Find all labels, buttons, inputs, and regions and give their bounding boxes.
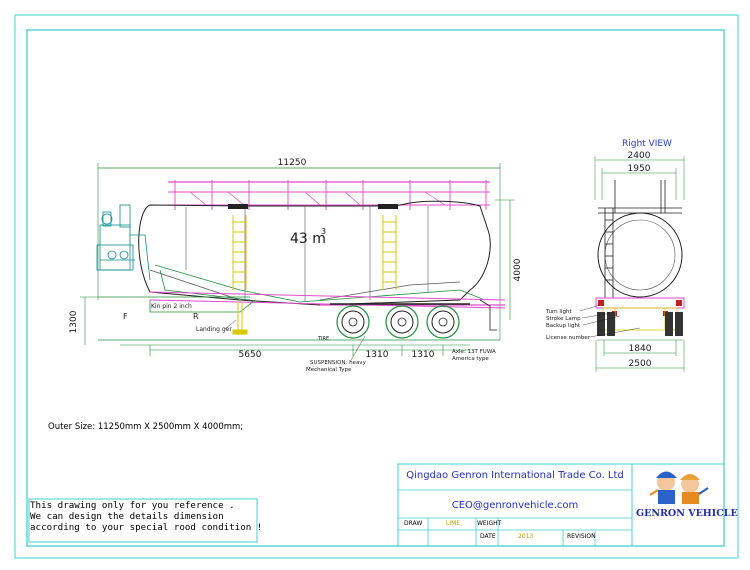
- ladder-rear: [382, 215, 397, 290]
- inner-frame: [26, 29, 725, 547]
- fifth-wheel-height-dim: 1300: [69, 310, 79, 333]
- rear-label: R: [193, 312, 199, 321]
- front-label: F: [123, 312, 128, 321]
- genron-logo-mascots-icon: [649, 471, 709, 504]
- kingpin-label: Kin pin 2 inch: [151, 303, 192, 310]
- outer-frame: [14, 14, 739, 559]
- revision-label: REVISION: [567, 533, 596, 540]
- light-label-turn: Turn light: [545, 309, 572, 315]
- dim-kingpin-to-axle: 5650: [239, 350, 262, 360]
- date-value: 2013: [518, 533, 534, 540]
- right-track-dim: 1840: [629, 344, 652, 354]
- ladder-front: [232, 215, 247, 290]
- right-inner-width-dim: 1950: [628, 164, 651, 174]
- company-name: Qingdao Genron International Trade Co. L…: [406, 470, 624, 481]
- draw-value: LIME: [446, 520, 461, 527]
- wheel-3: [426, 305, 460, 339]
- draw-label: DRAW: [404, 520, 423, 527]
- reference-note: This drawing only for you reference . We…: [30, 500, 263, 540]
- axle-label-1: Axle: 13T FUWA: [452, 349, 496, 355]
- right-view-title: Right VIEW: [622, 139, 672, 149]
- outer-size-text: Outer Size: 11250mm X 2500mm X 4000mm;: [48, 422, 244, 432]
- dim-axle-spacing-1: 1310: [366, 350, 389, 360]
- right-width-top-dim: 2400: [628, 151, 651, 161]
- tank-capacity: 43 m: [290, 231, 326, 247]
- tank-body: [138, 200, 491, 306]
- title-block: [397, 463, 725, 547]
- light-label-backup: Backup light: [546, 323, 581, 329]
- overall-height-dim: 4000: [513, 258, 523, 281]
- wheel-2: [385, 305, 419, 339]
- axle-label-2: America type: [452, 356, 489, 362]
- front-compressor: [96, 204, 151, 281]
- note-line-3: according to your special rood condition…: [30, 522, 263, 533]
- suspension-label-1: SUSPENSION: heavy: [310, 360, 367, 366]
- light-label-stroke: Stroke Lamp: [546, 316, 581, 322]
- tank-end: [597, 212, 683, 298]
- logo-text: GENRON VEHICLE: [636, 508, 738, 519]
- landing-gear: [232, 302, 248, 335]
- note-line-2: We can design the details dimension: [30, 511, 224, 522]
- landing-gear-label: Landing ger: [196, 326, 232, 333]
- wheel-1: [336, 305, 370, 339]
- light-label-license: License number: [546, 335, 591, 341]
- weight-label: WEIGHT: [477, 520, 502, 527]
- right-width-bottom-dim: 2500: [629, 359, 652, 369]
- suspension-label-2: Mechanical Type: [306, 367, 352, 373]
- date-label: DATE: [480, 533, 496, 540]
- right-view: Right VIEW 2400 1950: [545, 139, 685, 372]
- side-view: 11250 4000: [69, 158, 523, 373]
- overall-length-dim: 11250: [278, 158, 307, 168]
- note-frame: [28, 498, 258, 543]
- note-line-1: This drawing only for you reference .: [30, 500, 235, 511]
- tank-capacity-unit: 3: [321, 227, 326, 236]
- company-email: CEO@genronvehicle.com: [451, 500, 579, 511]
- dim-axle-spacing-2: 1310: [412, 350, 435, 360]
- tire-label: TIRE: [317, 336, 329, 342]
